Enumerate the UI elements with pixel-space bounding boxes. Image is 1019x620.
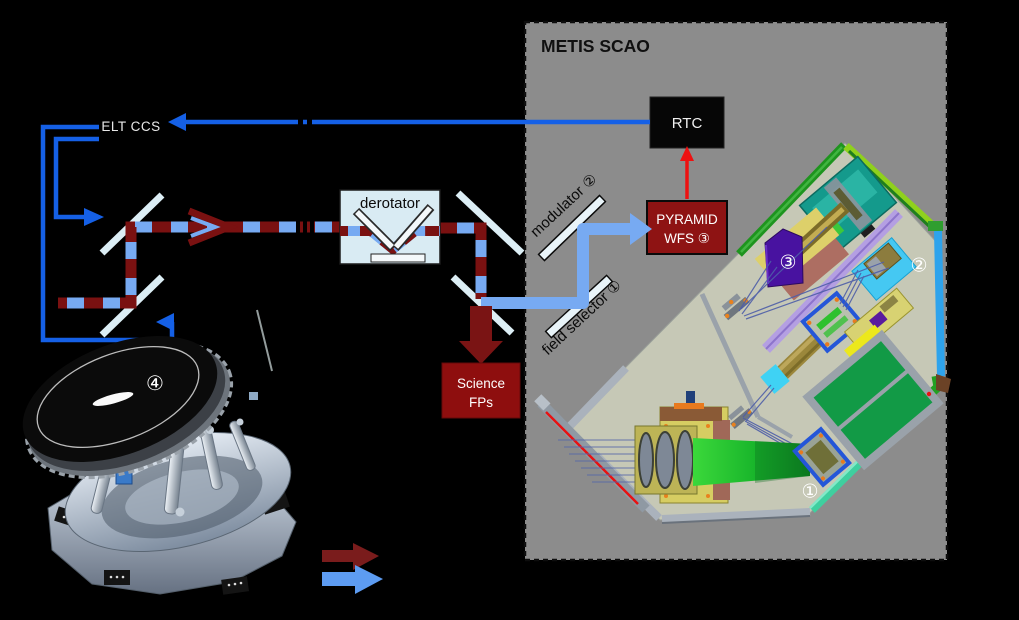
beam-break-ticks (296, 219, 314, 235)
legend-visible-arrow (322, 565, 383, 594)
blue-frame-unit (800, 290, 864, 354)
fold-mirrors (99, 190, 525, 338)
pyramid-wfs-box (646, 200, 728, 255)
fold-mirror-right-upper (455, 190, 525, 256)
modulator-mirror (537, 194, 607, 262)
bench-badge-1: ① (801, 482, 818, 503)
deformable-mirror-render: ④ (22, 335, 297, 595)
orange-label-strip (674, 403, 704, 409)
ccs-inner-line (53, 136, 99, 220)
cyan-connector (760, 364, 790, 394)
wfs-beam-path (481, 213, 652, 309)
cyan-panel-unit (851, 237, 917, 301)
ccs-outer-loop (40, 124, 175, 343)
unit1-detector (792, 426, 852, 488)
scao-bench-render: ③ ② ① (534, 142, 951, 524)
bench-partition-2 (756, 415, 794, 439)
science-fps-arrow (459, 306, 503, 364)
legend-ir-arrow (322, 543, 379, 570)
bench-badge-2: ② (910, 256, 927, 277)
science-fps-box (441, 362, 521, 419)
small-dark-item (860, 224, 876, 238)
beam-direction-chevron (187, 207, 239, 247)
laser-red-line (545, 411, 639, 505)
bench-partition (699, 292, 761, 419)
fold-mirror-assembly-upper (721, 293, 750, 321)
control-line-break-ticks (298, 117, 312, 127)
bench-badge-3: ③ (779, 253, 796, 274)
deformable-mirror-badge: ④ (146, 373, 164, 395)
mirror-disc (22, 335, 234, 480)
rtc-label: RTC (672, 115, 703, 132)
control-lines (40, 119, 650, 343)
blue-sensor-knob (686, 391, 695, 406)
derotator-block: derotator (339, 189, 441, 265)
disc-highlight (92, 392, 134, 406)
green-breadboards (802, 329, 944, 471)
input-fold-mirror-bar (534, 394, 650, 513)
pyramid-wfs-label-line2: WFS ③ (664, 231, 710, 246)
pyramid-wfs-camera (764, 228, 804, 288)
elt-ccs-label: ELT CCS (101, 119, 160, 134)
fold-mirror-assembly-lower (728, 405, 754, 430)
loop-arrowhead (156, 313, 174, 331)
input-beam-lines (558, 439, 644, 483)
wfs-beam-arrowhead (630, 213, 652, 245)
pyramid-wfs-label-line1: PYRAMID (656, 212, 718, 227)
pyramid-wfs-block: PYRAMID WFS ③ (646, 200, 728, 255)
control-arrowheads (84, 113, 186, 331)
relay-rail (762, 209, 903, 353)
rtc-block: RTC (649, 96, 725, 149)
inner-arrowhead (84, 208, 104, 226)
stray-reflection-line (256, 309, 273, 372)
ccs-arrowhead-left (168, 113, 186, 131)
elt-ccs-block: ELT CCS (40, 113, 650, 343)
edge-connector-block (936, 374, 951, 393)
science-fps-label-line1: Science (457, 376, 505, 391)
panel-title: METIS SCAO (541, 36, 650, 56)
lens-train (792, 202, 850, 256)
wfs-to-rtc-arrow (680, 146, 694, 199)
science-fps-block: Science FPs (441, 362, 521, 419)
science-fps-label-line2: FPs (469, 395, 493, 410)
science-beam-path (58, 207, 487, 309)
stray-blue-fragment (249, 392, 258, 400)
legend (322, 543, 383, 594)
derotator-k-mirrors (352, 204, 435, 263)
red-marker-dot (926, 391, 932, 397)
derotator-label: derotator (360, 195, 420, 212)
